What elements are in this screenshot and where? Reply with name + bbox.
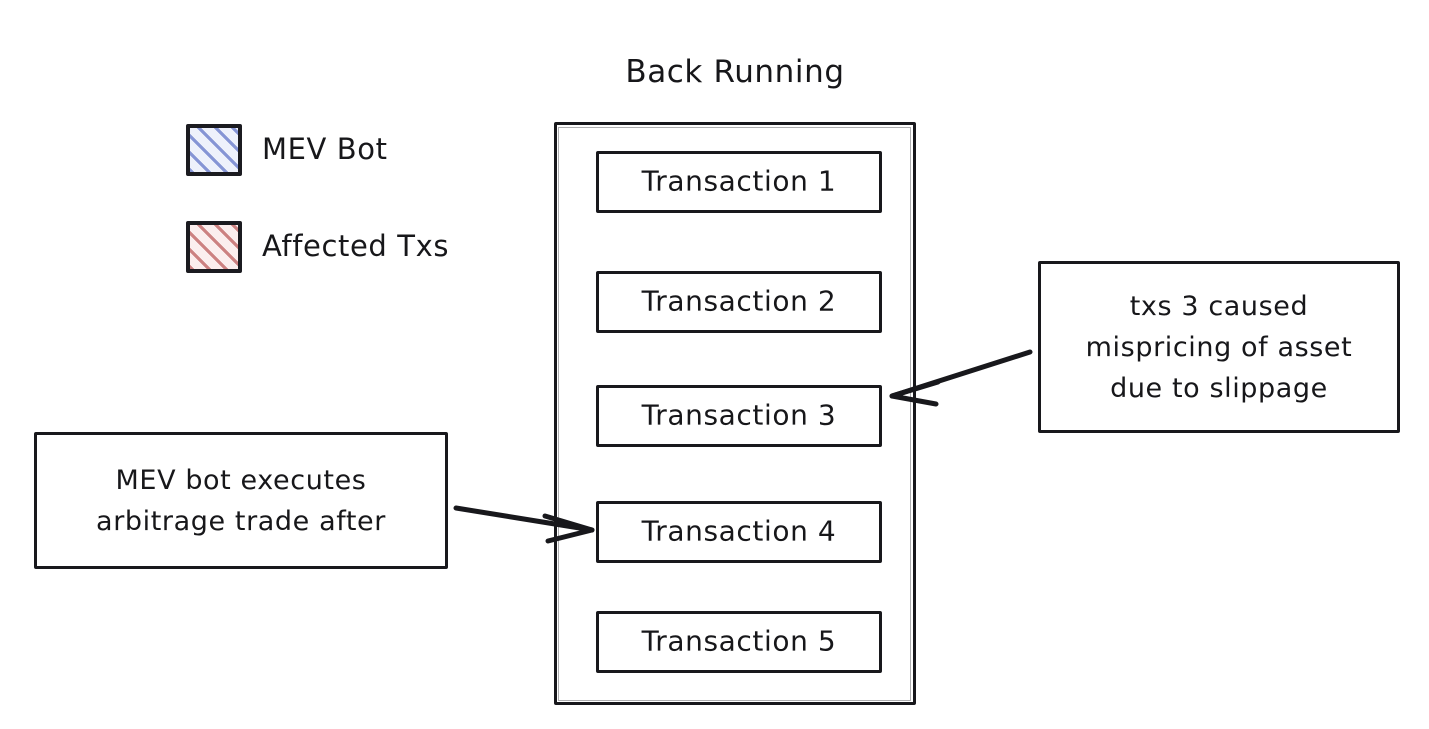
transaction-row-1: Transaction 1 <box>596 151 882 213</box>
transaction-label: Transaction 2 <box>641 284 837 318</box>
swatch-overflow-hatch <box>183 218 245 276</box>
transaction-label: Transaction 5 <box>641 624 837 658</box>
transaction-row-2: Transaction 2 <box>596 271 882 333</box>
legend-label-affected-txs: Affected Txs <box>262 229 450 263</box>
callout-txs3-slippage: txs 3 caused mispricing of asset due to … <box>1038 261 1400 433</box>
transaction-row-4-mev-bot: Transaction 4 <box>593 498 885 566</box>
callout-right-text: txs 3 caused mispricing of asset due to … <box>1085 290 1353 404</box>
legend: MEV Bot Affected Txs <box>183 121 516 318</box>
transaction-label: Transaction 3 <box>641 398 837 432</box>
transaction-row-3-affected: Transaction 3 <box>593 382 885 450</box>
legend-item-affected-txs: Affected Txs <box>183 218 516 281</box>
callout-left-text: MEV bot executes arbitrage trade after <box>96 464 386 537</box>
transaction-label: Transaction 1 <box>641 164 837 198</box>
transaction-label: Transaction 4 <box>641 514 837 548</box>
callout-mev-bot-arbitrage: MEV bot executes arbitrage trade after <box>34 432 448 569</box>
legend-swatch-affected-txs-icon <box>183 218 245 276</box>
legend-label-mev-bot: MEV Bot <box>262 132 388 166</box>
transaction-block-container: Transaction 1 Transaction 2 Transaction … <box>554 122 916 705</box>
swatch-overflow-hatch <box>183 121 245 179</box>
transaction-row-5: Transaction 5 <box>596 611 882 673</box>
legend-swatch-mev-bot-icon <box>183 121 245 179</box>
legend-item-mev-bot: MEV Bot <box>183 121 516 184</box>
page-title: Back Running <box>625 54 845 90</box>
